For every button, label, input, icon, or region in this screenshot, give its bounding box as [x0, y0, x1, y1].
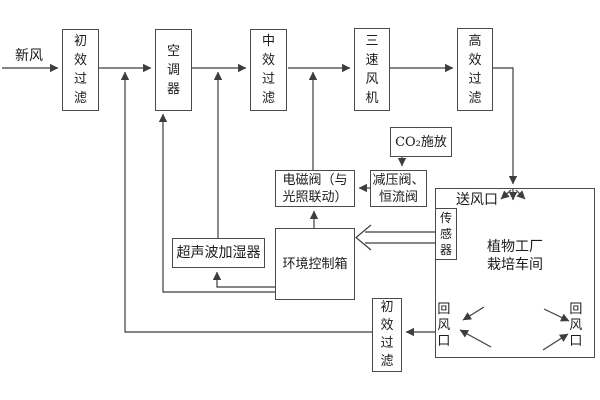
supply-air-outlet-label: 送风口 [456, 192, 498, 208]
environment-control-box: 环境控制箱 [275, 228, 355, 300]
three-speed-fan-box: 三速风机 [354, 28, 390, 111]
co2-release-label: CO₂施放 [395, 134, 447, 150]
primary-filter-bottom-label: 初效过滤 [380, 300, 394, 369]
primary-filter-bottom-box: 初效过滤 [372, 298, 402, 372]
sensor-to-control-hollow-arrow [355, 224, 435, 251]
co2-release-box: CO₂施放 [390, 127, 452, 157]
primary-filter-top-label: 初效过滤 [73, 34, 87, 106]
sensor-box: 传感器 [435, 208, 457, 260]
three-speed-fan-label: 三速风机 [365, 33, 379, 106]
high-efficiency-filter-box: 高效过滤 [457, 28, 493, 111]
solenoid-valve-label: 电磁阀（与 光照联动） [282, 172, 348, 205]
primary-filter-top-box: 初效过滤 [62, 29, 99, 111]
workshop-label: 植物工厂 栽培车间 [487, 239, 543, 273]
air-conditioner-label: 空调器 [166, 43, 180, 97]
solenoid-valve-box: 电磁阀（与 光照联动） [275, 170, 355, 207]
ultrasonic-humidifier-box: 超声波加湿器 [172, 238, 265, 268]
fresh-air-label: 新风 [15, 48, 43, 64]
return-air-outlet-left-label: 回风口 [437, 302, 451, 349]
medium-filter-label: 中效过滤 [261, 34, 275, 106]
ultrasonic-humidifier-label: 超声波加湿器 [176, 244, 261, 261]
pressure-reducing-valves-label: 减压阀、 恒流阀 [372, 172, 425, 205]
pressure-reducing-valves-box: 减压阀、 恒流阀 [370, 170, 427, 207]
medium-filter-box: 中效过滤 [250, 29, 287, 111]
control-to-humidifier-arrow [212, 271, 275, 288]
return-air-outlet-right-label: 回风口 [569, 302, 583, 349]
high-efficiency-filter-label: 高效过滤 [468, 33, 482, 106]
sensor-label: 传感器 [439, 211, 452, 257]
air-conditioner-box: 空调器 [155, 29, 192, 111]
workshop-room-box [435, 188, 595, 358]
environment-control-box-label: 环境控制箱 [282, 256, 348, 272]
